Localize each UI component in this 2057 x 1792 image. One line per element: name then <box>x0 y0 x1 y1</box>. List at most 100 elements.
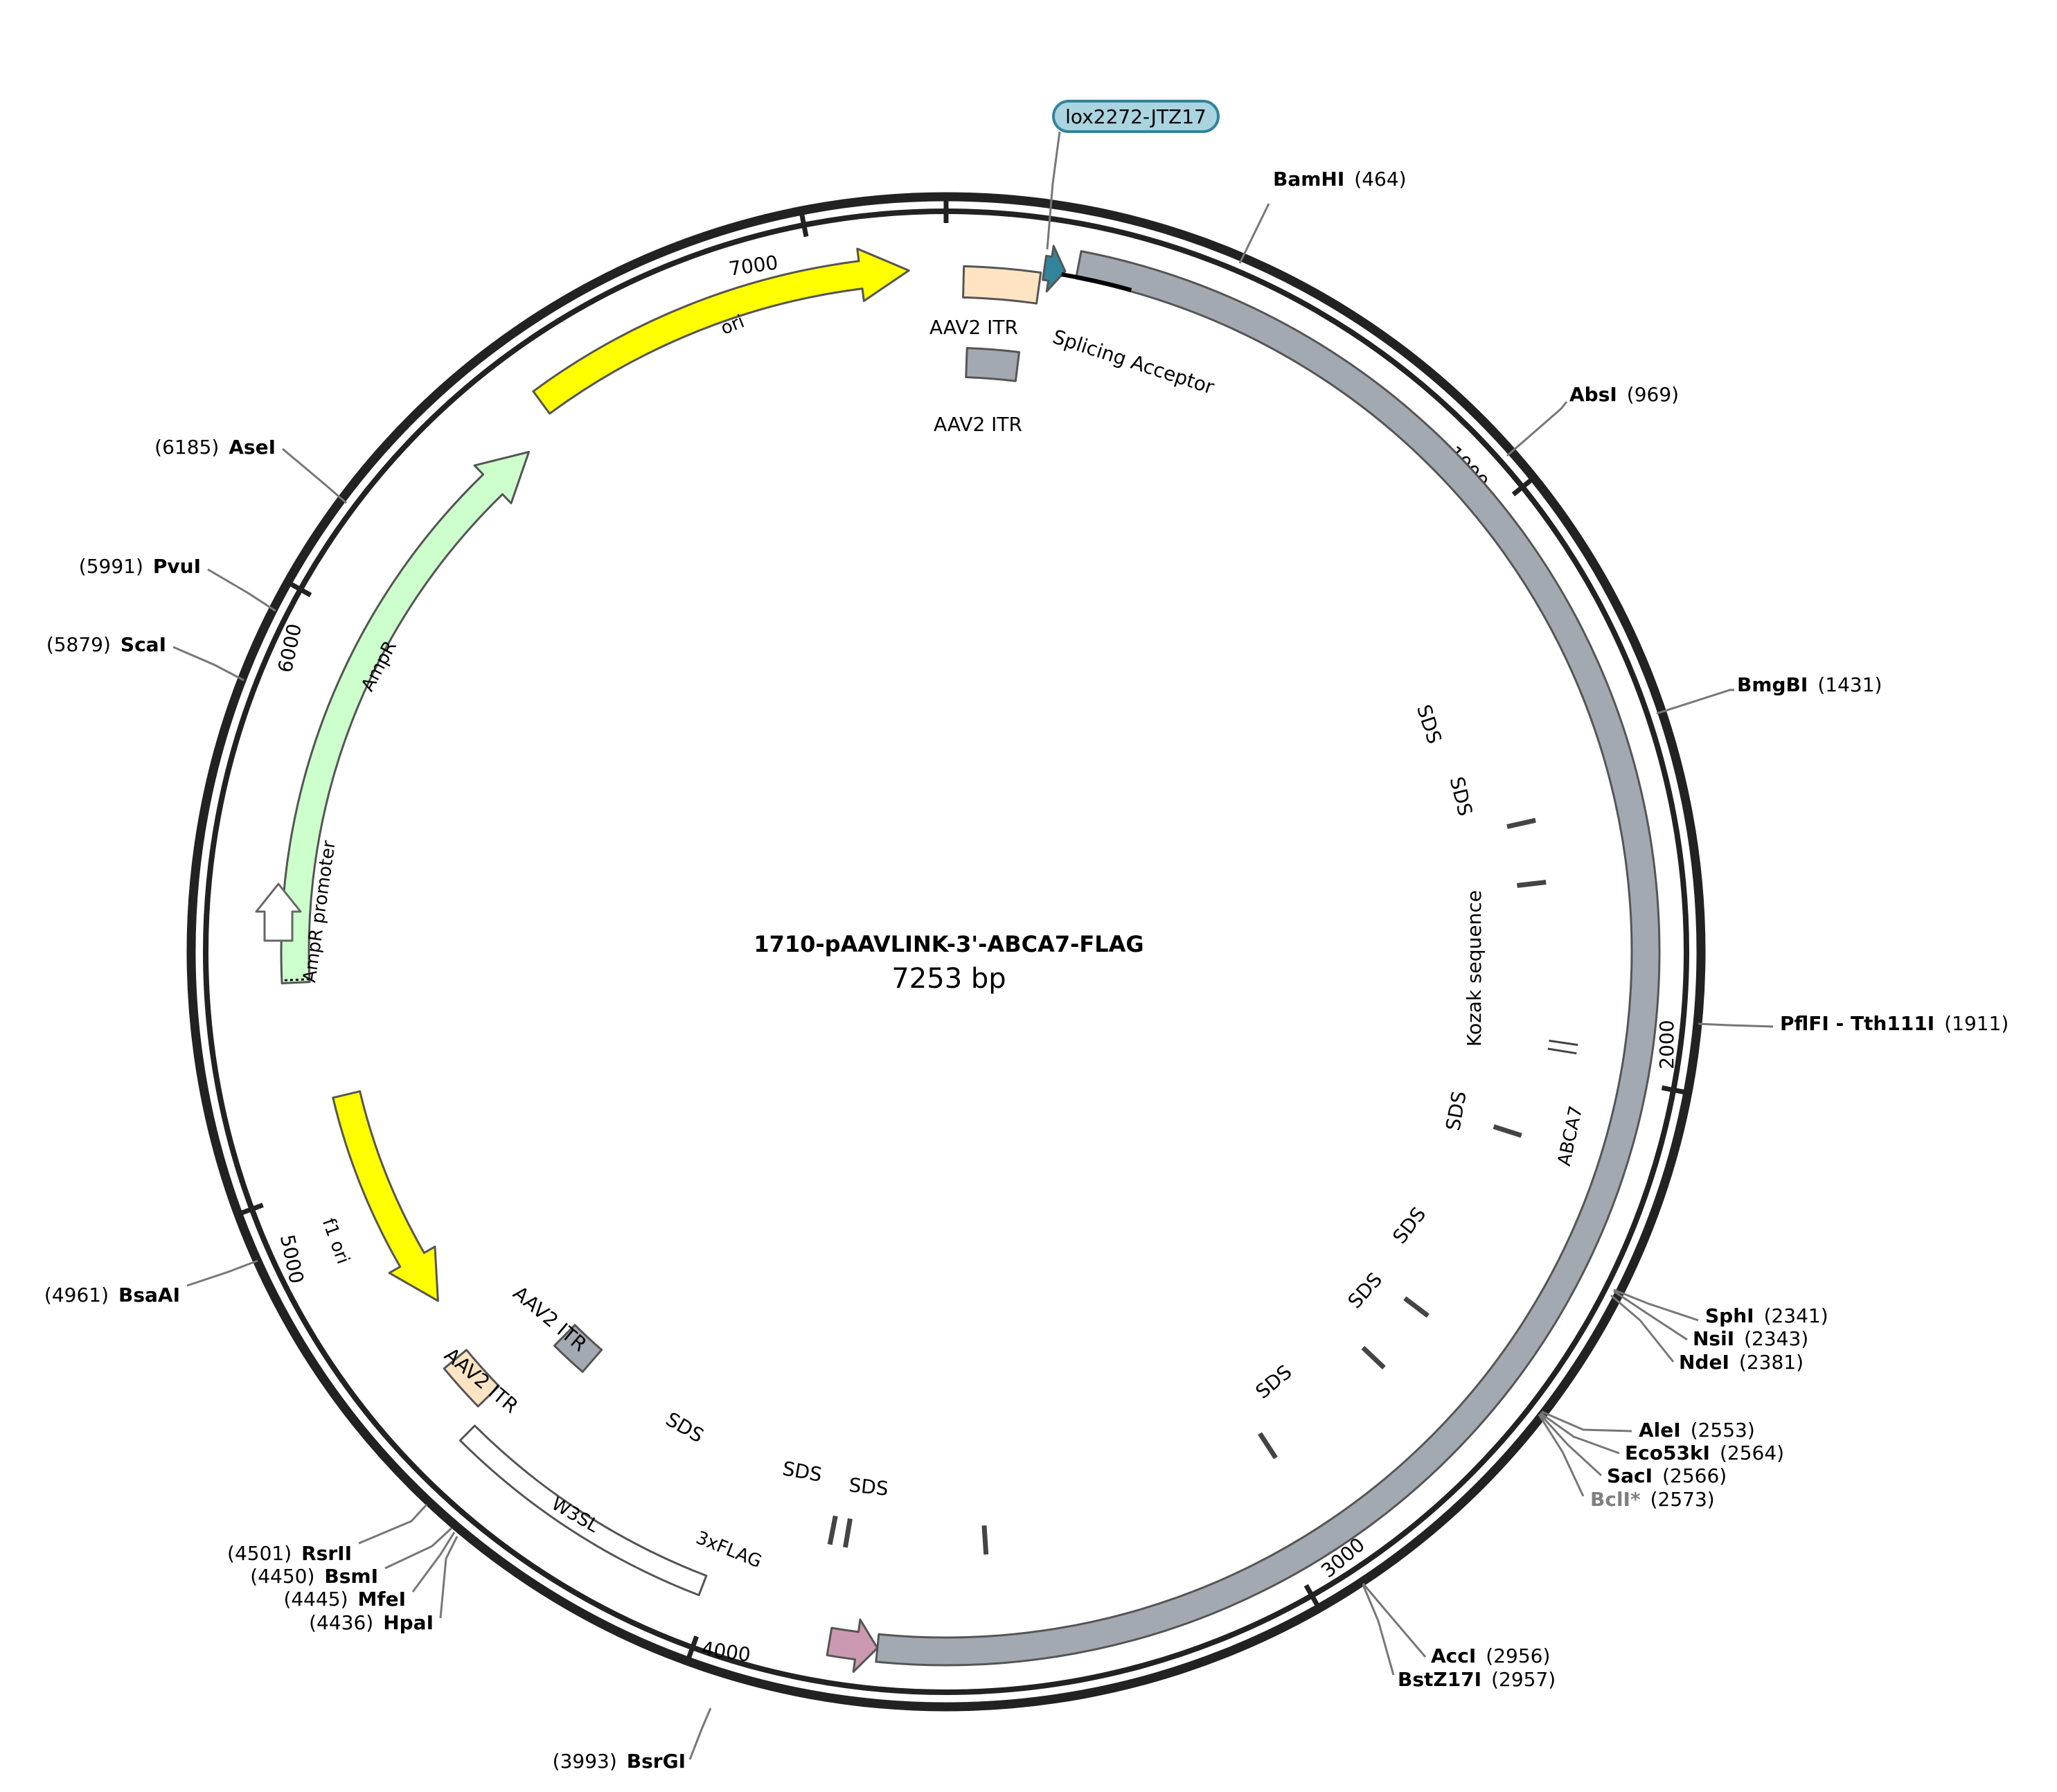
tick-label-2000: 2000 <box>1655 1020 1678 1069</box>
site-label-saci: SacI(2566) <box>1607 1464 1727 1487</box>
site-leader-bmgbi <box>1656 689 1734 715</box>
tick-1000 <box>1511 477 1535 497</box>
feature-label-aav2-itr-3: AAV2 ITR <box>508 1281 591 1356</box>
site-leader-bamhi <box>1238 203 1270 264</box>
site-label-bsmi: (4450)BsmI <box>250 1565 378 1588</box>
site-leader-ndei <box>1610 1294 1675 1363</box>
site-label-pvui: (5991)PvuI <box>79 555 201 578</box>
sds-label-0: SDS <box>1412 702 1446 747</box>
feature-lox2272 <box>1042 245 1067 293</box>
site-label-scai: (5879)ScaI <box>46 633 166 656</box>
tick-5000 <box>238 1203 264 1216</box>
feature-label-aav2-itr-2: AAV2 ITR <box>934 413 1022 436</box>
site-label-acci: AccI(2956) <box>1431 1644 1550 1667</box>
site-label-absi: AbsI(969) <box>1569 383 1679 406</box>
site-leader-rsrii <box>358 1503 428 1545</box>
sds-mark-6 <box>1258 1432 1278 1460</box>
site-label-bmgbi: BmgBI(1431) <box>1737 673 1882 696</box>
sds-label-7: SDS <box>662 1408 708 1447</box>
feature-aav2-itr-3 <box>553 1324 603 1373</box>
site-label-mfei: (4445)MfeI <box>283 1588 406 1611</box>
feature-label-aav2-itr-4: AAV2 ITR <box>440 1343 522 1418</box>
site-leader-pflfi-tth111i <box>1698 1022 1774 1028</box>
sds-label-4: SDS <box>1388 1203 1430 1248</box>
feature-arrows <box>255 245 1661 1673</box>
site-leader-hpai <box>439 1536 458 1619</box>
lox2272-callout: lox2272-JTZ17 <box>1046 100 1220 250</box>
site-label-nsii: NsiI(2343) <box>1693 1327 1808 1350</box>
sds-mark-3 <box>1493 1124 1522 1138</box>
sds-mark-1 <box>1517 880 1547 888</box>
site-leader-bsrgi <box>688 1707 712 1760</box>
feature-w3sl <box>458 1424 708 1597</box>
site-label-bamhi: BamHI(464) <box>1273 168 1407 190</box>
feature-label-aav2-itr-1: AAV2 ITR <box>929 316 1018 339</box>
sds-mark-7 <box>981 1525 989 1555</box>
site-label-pflfi-tth111i: PflFI - Tth111I(1911) <box>1780 1012 2009 1035</box>
tick-label-4000: 4000 <box>700 1637 752 1667</box>
site-label-alei: AleI(2553) <box>1639 1419 1755 1441</box>
sds-label-6: SDS <box>1252 1360 1297 1403</box>
sds-mark-5 <box>1361 1345 1386 1369</box>
site-leader-absi <box>1506 401 1568 457</box>
feature-label-abca7: ABCA7 <box>1554 1104 1587 1168</box>
site-leader-eco53ki <box>1540 1412 1620 1455</box>
site-leader-mfei <box>411 1532 456 1593</box>
site-leader-pvui <box>207 568 276 612</box>
site-label-rsrii: (4501)RsrII <box>227 1542 352 1565</box>
sds-label-3: SDS <box>1441 1090 1470 1133</box>
site-leader-saci <box>1539 1413 1603 1477</box>
ampr-promoter-divider <box>281 978 310 982</box>
sds-mark-4 <box>1403 1296 1430 1318</box>
lox2272-leader-line <box>1046 131 1061 250</box>
feature-ampr-promoter <box>255 882 302 942</box>
site-leader-bstz17i <box>1362 1584 1395 1676</box>
site-label-bstz17i: BstZ17I(2957) <box>1398 1668 1556 1691</box>
site-leader-nsii <box>1613 1290 1688 1341</box>
lox2272-label: lox2272-JTZ17 <box>1065 105 1206 128</box>
feature-aav2-itr-1 <box>962 265 1042 305</box>
plasmid-length: 7253 bp <box>891 963 1006 995</box>
feature-3xflag <box>826 1618 879 1673</box>
kozak-label: Kozak sequence <box>1463 890 1486 1047</box>
site-leader-asei <box>282 447 347 504</box>
sds-mark-9 <box>827 1515 838 1545</box>
site-leader-lines <box>172 203 1774 1760</box>
site-label-sphi: SphI(2341) <box>1705 1304 1828 1327</box>
lox2272-label-box <box>1052 100 1220 133</box>
restriction-site-labels: BamHI(464) AbsI(969) BmgBI(1431) PflFI -… <box>44 168 2009 1773</box>
site-label-bcli: BclI*(2573) <box>1590 1488 1715 1511</box>
sds-label-5: SDS <box>1344 1268 1387 1313</box>
tick-label-7000: 7000 <box>727 251 779 281</box>
feature-label-splicing-acceptor: Splicing Acceptor <box>1050 325 1218 399</box>
backbone-outer-ring <box>186 192 1706 1712</box>
site-label-asei: (6185)AseI <box>154 436 276 459</box>
sds-mark-0 <box>1506 817 1536 829</box>
tick-2000 <box>1661 1085 1687 1095</box>
site-leader-scai <box>172 646 244 682</box>
feature-aav2-itr-4 <box>443 1349 500 1408</box>
feature-label-3xflag: 3xFLAG <box>693 1527 764 1572</box>
site-label-eco53ki: Eco53kI(2564) <box>1625 1441 1784 1464</box>
sds-mark-8 <box>843 1518 853 1548</box>
tick-4000 <box>686 1635 700 1661</box>
site-label-bsrgi: (3993)BsrGI <box>553 1750 686 1773</box>
tick-6000 <box>287 580 312 598</box>
sds-label-8: SDS <box>781 1457 823 1486</box>
feature-ori <box>532 247 910 415</box>
plasmid-name: 1710-pAAVLINK-3'-ABCA7-FLAG <box>754 931 1143 957</box>
feature-label-f1-ori: f1 ori <box>318 1216 353 1267</box>
tick-7000 <box>799 211 809 238</box>
site-leader-sphi <box>1613 1288 1699 1322</box>
site-leader-bcli <box>1538 1414 1585 1497</box>
site-leader-bsaai <box>186 1259 258 1287</box>
site-label-hpai: (4436)HpaI <box>309 1611 434 1634</box>
sds-label-1: SDS <box>1445 774 1477 818</box>
site-label-bsaai: (4961)BsaAI <box>44 1284 180 1306</box>
site-leader-alei <box>1541 1410 1632 1432</box>
sds-label-9: SDS <box>848 1473 889 1500</box>
feature-f1-ori <box>332 1090 439 1302</box>
kozak-mark-0 <box>1549 1039 1578 1047</box>
feature-aav2-itr-2 <box>965 347 1020 382</box>
